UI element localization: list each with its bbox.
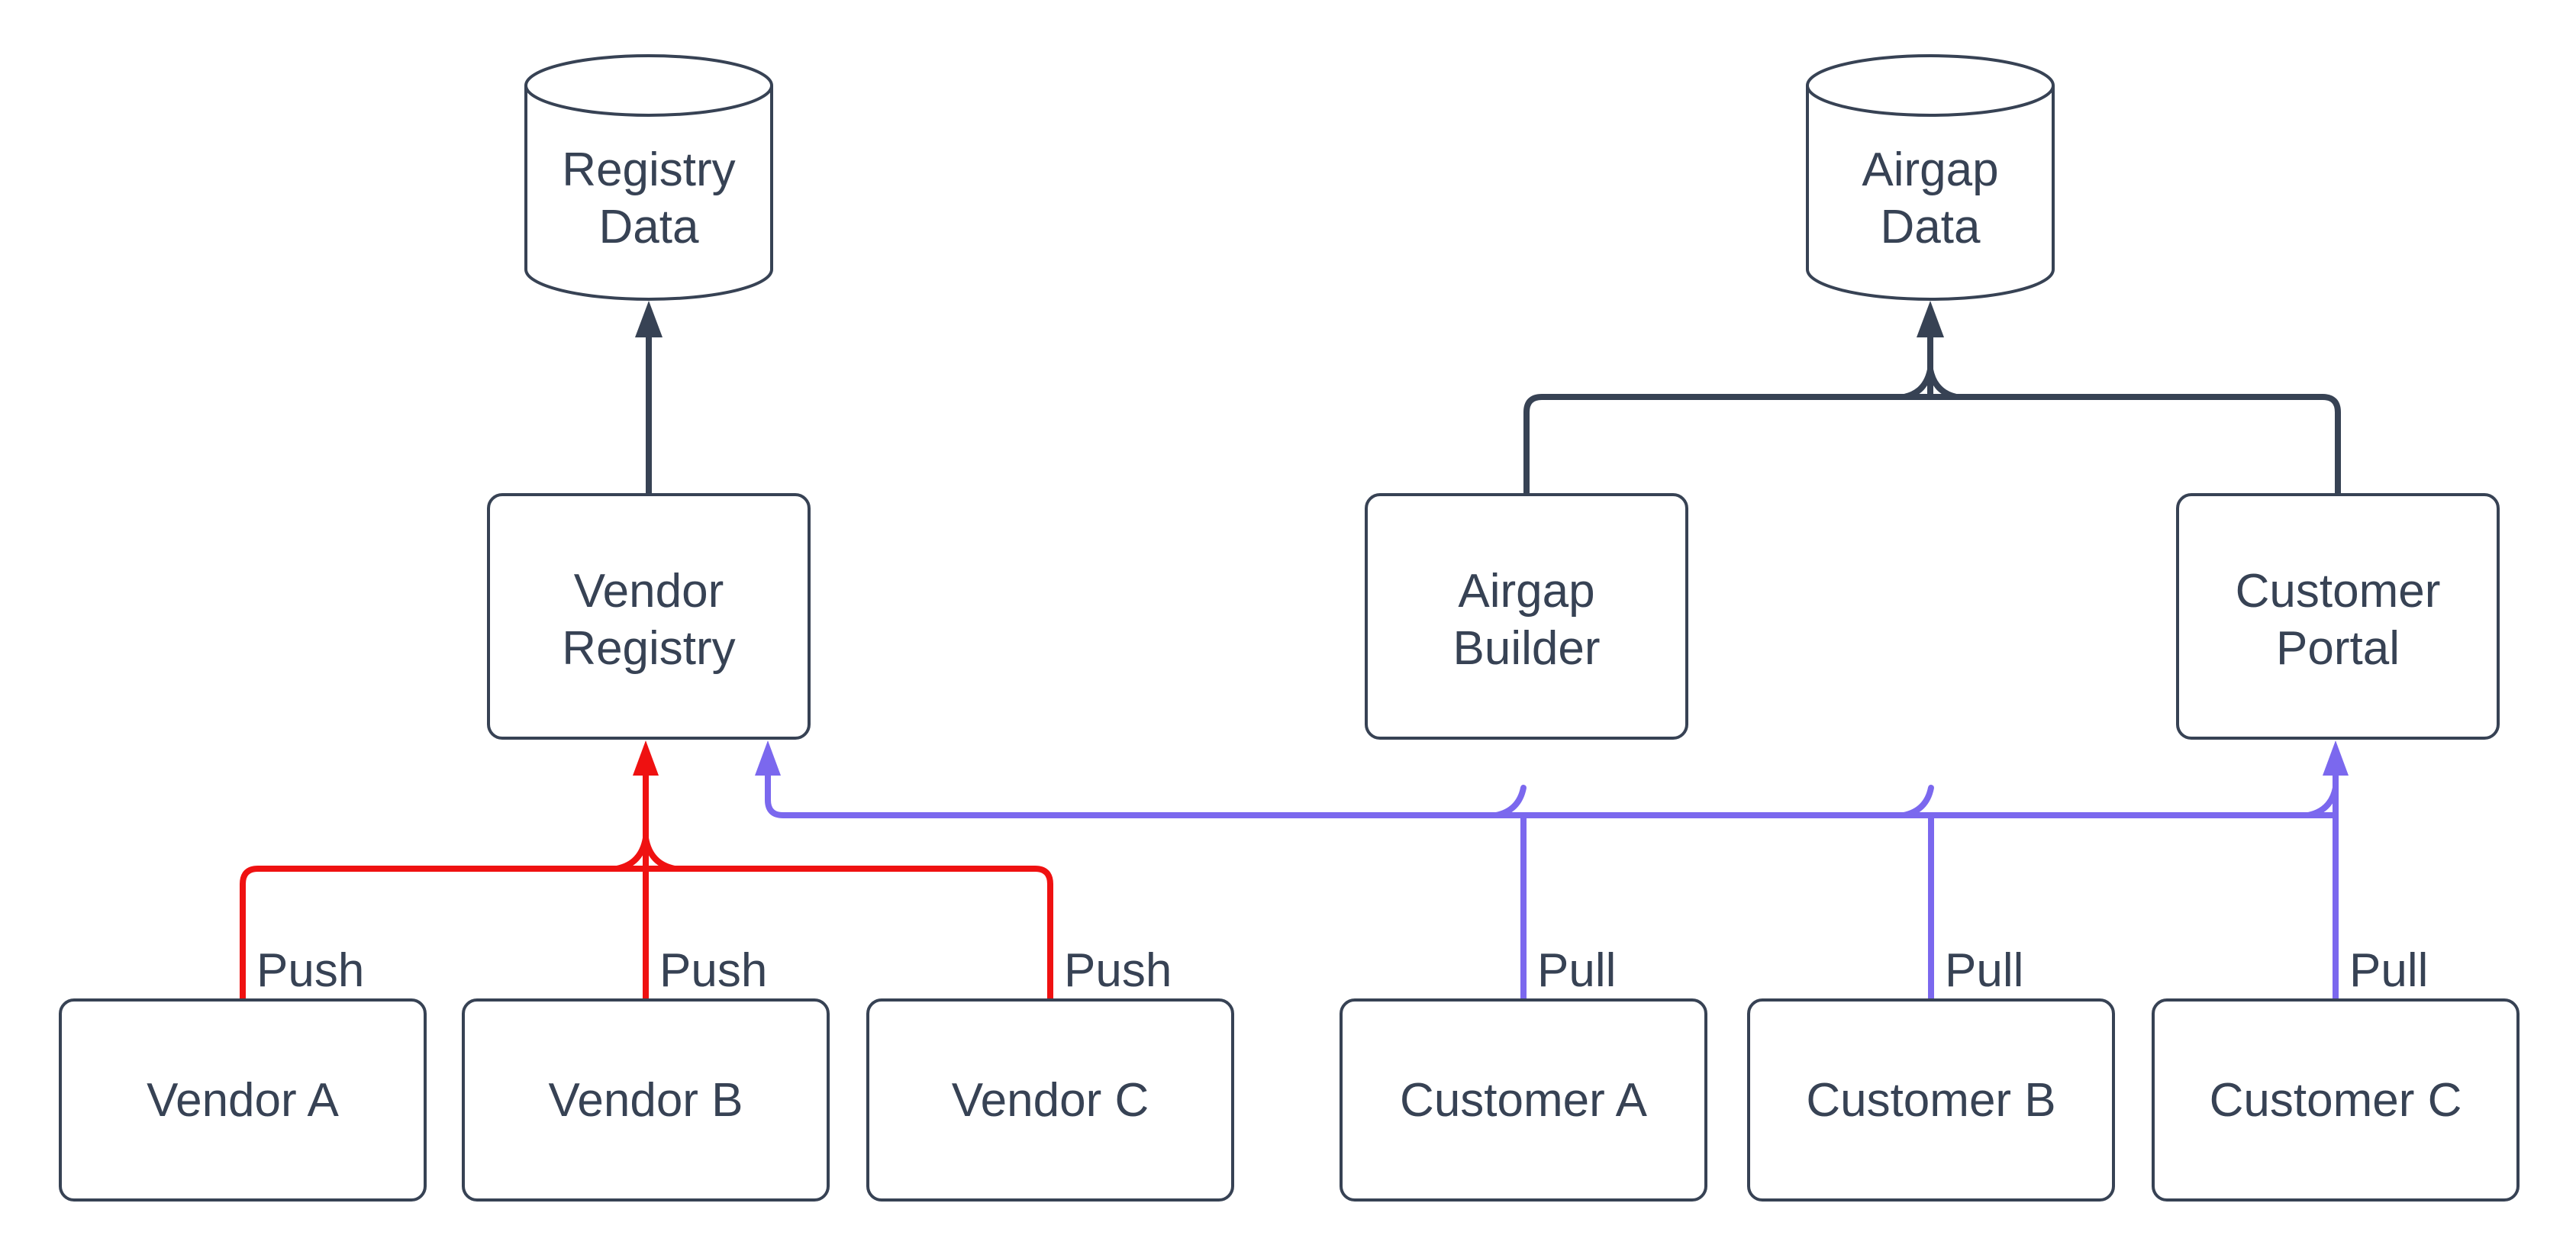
node-label: Vendor B: [548, 1074, 743, 1127]
edge-pull-channel: [755, 740, 2336, 818]
junction-flare: [614, 835, 649, 872]
edge-vendor-a-push: [240, 866, 646, 1000]
node-box: [487, 493, 811, 740]
edge-customer-portal-to-airgap-data: [1930, 394, 2341, 495]
node-vendor-a: Vendor A: [59, 998, 427, 1202]
edge-vendor-c-push: [646, 866, 1053, 1000]
node-box: [1365, 493, 1688, 740]
edge-vendor-registry-to-registry-data: [635, 301, 663, 495]
edge-customer-c-pull: [2305, 740, 2349, 1000]
node-box: [2152, 998, 2520, 1202]
node-label: Customer C: [2210, 1074, 2462, 1127]
node-label: Vendor C: [952, 1074, 1149, 1127]
junction-flare: [1493, 785, 1527, 818]
cylinder-top: [1806, 54, 2055, 117]
edge-label-push-c: Push: [1064, 944, 1172, 997]
cylinder-body: [1806, 85, 2055, 301]
node-label: Customer B: [1806, 1074, 2055, 1127]
arrow-up-icon: [1917, 301, 1944, 337]
edge-line: [1523, 394, 1930, 495]
edge-customer-a-pull: [1493, 785, 1527, 1000]
edge-label-pull-a: Pull: [1537, 944, 1616, 997]
node-box: [866, 998, 1234, 1202]
arrow-up-icon: [755, 740, 781, 776]
edge-customer-b-pull: [1901, 785, 1934, 1000]
edge-label-pull-c: Pull: [2349, 944, 2428, 997]
edge-airgap-data-stem: [1901, 301, 1959, 400]
node-customer-a: Customer A: [1340, 998, 1707, 1202]
node-vendor-c: Vendor C: [866, 998, 1234, 1202]
node-customer-c: Customer C: [2152, 998, 2520, 1202]
node-label: Vendor A: [147, 1074, 339, 1127]
junction-flare: [1901, 366, 1933, 400]
node-vendor-b: Vendor B: [462, 998, 830, 1202]
node-box: [2176, 493, 2500, 740]
edge-label-push-b: Push: [659, 944, 767, 997]
edge-label-push-a: Push: [256, 944, 364, 997]
node-box: [462, 998, 830, 1202]
edge-line: [240, 866, 646, 1000]
node-label: Customer A: [1400, 1074, 1648, 1127]
edge-line: [646, 866, 1053, 1000]
junction-flare: [1927, 366, 1959, 400]
node-box: [1340, 998, 1707, 1202]
node-box: [1747, 998, 2115, 1202]
edge-label-pull-b: Pull: [1945, 944, 2023, 997]
edge-vendor-b-push: [614, 740, 678, 1000]
edge-airgap-builder-to-airgap-data: [1523, 394, 1930, 495]
node-customer-b: Customer B: [1747, 998, 2115, 1202]
junction-flare: [643, 835, 678, 872]
edge-line: [765, 774, 784, 818]
cylinder-top: [524, 54, 773, 117]
cylinder-body: [524, 85, 773, 301]
arrow-up-icon: [633, 740, 659, 776]
junction-flare: [2305, 785, 2339, 818]
node-box: [59, 998, 427, 1202]
edge-line: [1930, 394, 2341, 495]
arrow-up-icon: [635, 301, 663, 337]
junction-flare: [1901, 785, 1934, 818]
arrow-up-icon: [2323, 740, 2349, 776]
